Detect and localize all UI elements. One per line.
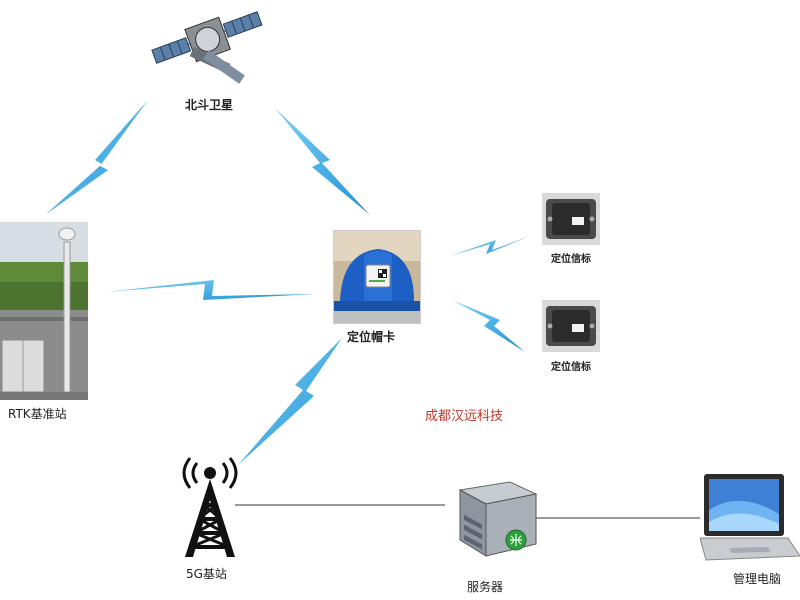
management-pc-label: 管理电脑 — [733, 572, 782, 586]
server-icon — [458, 481, 538, 557]
rtk-station-photo — [0, 222, 88, 400]
signal-bolt-helmet-beacon1 — [450, 236, 530, 256]
signal-bolt-helmet-5g — [238, 338, 342, 465]
beacon-icon — [542, 193, 600, 245]
beacon-2-label: 定位信标 — [551, 362, 591, 373]
beacon-1-photo — [542, 193, 600, 245]
management-pc-image — [699, 470, 800, 565]
helmet-card-photo — [333, 230, 421, 324]
company-name: 成都汉远科技 — [425, 409, 504, 424]
beacon-1-label: 定位信标 — [551, 254, 591, 265]
rtk-tower-icon — [0, 222, 88, 400]
signal-bolt-helmet-beacon2 — [452, 300, 525, 352]
rtk-station-label: RTK基准站 — [8, 407, 67, 421]
server-label: 服务器 — [467, 580, 504, 594]
signal-bolt-rtk-helmet — [105, 280, 315, 300]
satellite-icon — [151, 11, 263, 84]
helmet-card-label: 定位帽卡 — [347, 330, 396, 344]
signal-bolt-satellite-rtk — [45, 100, 148, 215]
satellite-label: 北斗卫星 — [185, 98, 234, 112]
laptop-icon — [699, 474, 800, 561]
helmet-icon — [334, 231, 420, 323]
server-image — [440, 480, 540, 560]
cell-tower-icon — [182, 457, 238, 557]
base-station-5g-label: 5G基站 — [186, 567, 227, 581]
beacon-2-photo — [542, 300, 600, 352]
beacon-icon — [542, 300, 600, 352]
signal-bolt-satellite-helmet — [275, 108, 370, 215]
satellite-image — [150, 0, 270, 92]
base-station-5g-image — [175, 455, 245, 560]
